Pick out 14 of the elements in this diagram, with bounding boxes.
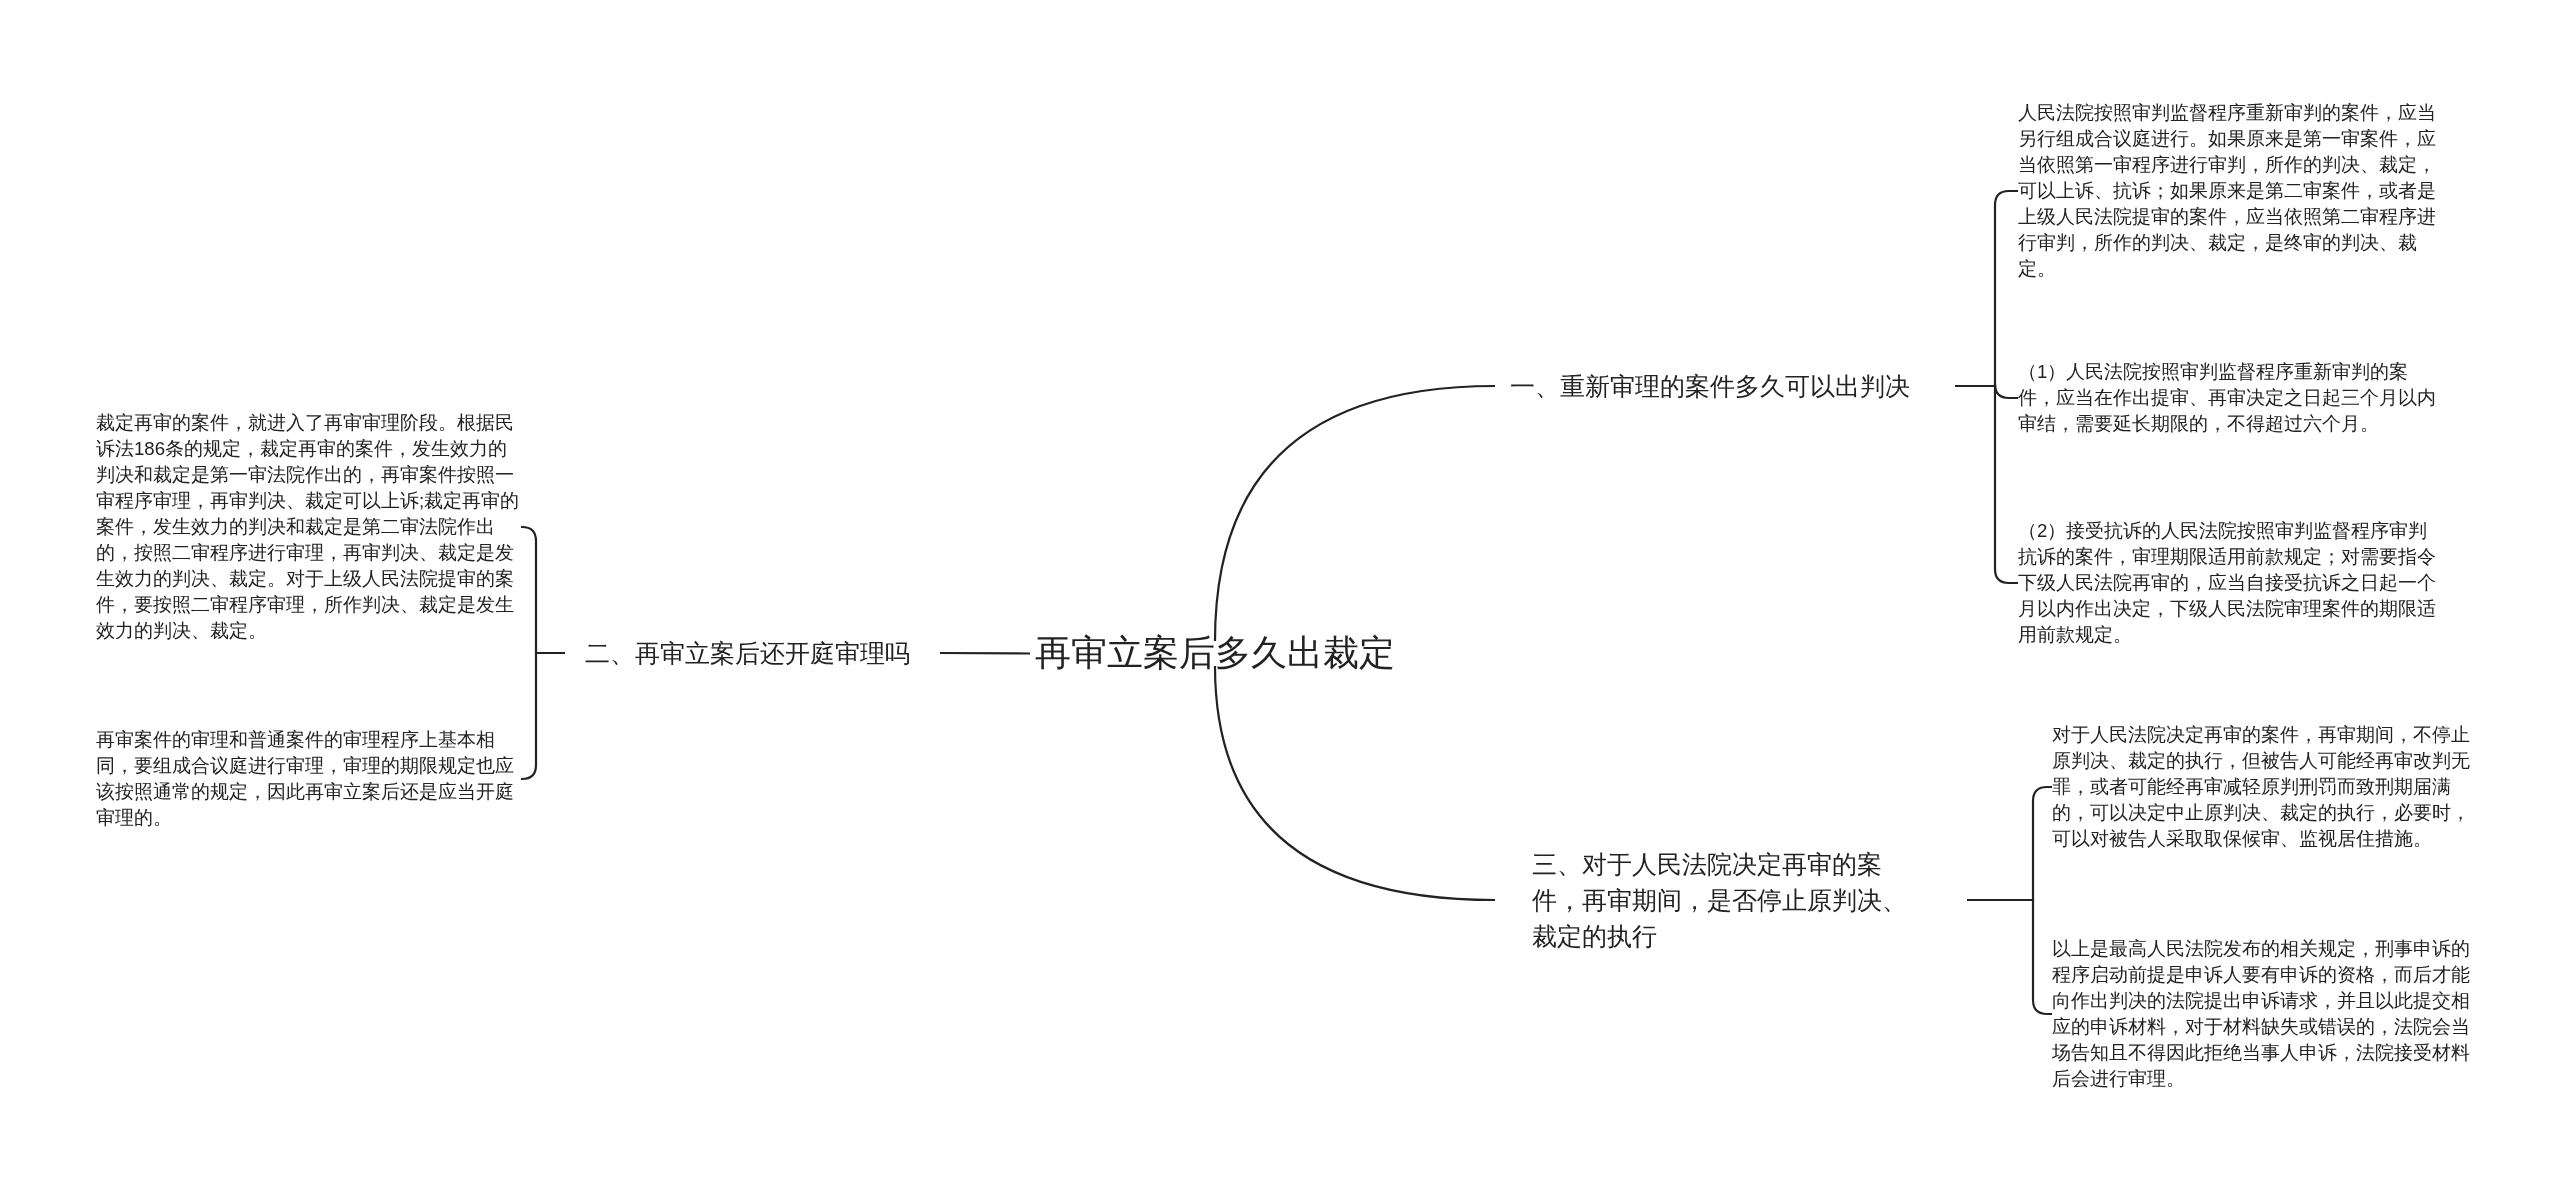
note-text: 以上是最高人民法院发布的相关规定，刑事申诉的程序启动前提是申诉人要有申诉的资格，而后才能向作出判决的法院提出申诉请求，并且以此提交相应的申诉材料，对于材料缺失或错误的，法院会当场告知且不得因此拒绝当事人申诉，法院接受材料后会进行审理。 [2052, 936, 2477, 1092]
note-text: 人民法院按照审判监督程序重新审判的案件，应当另行组成合议庭进行。如果原来是第一审案件，应当依照第一审程序进行审判，所作的判决、裁定，可以上诉、抗诉；如果原来是第二审案件，或者是上级人民法院提审的案件，应当依照第二审程序进行审判，所作的判决、裁定，是终审的判决、裁定。 [2018, 100, 2443, 282]
connector-line [1213, 384, 1496, 642]
branch-topic: 三、对于人民法院决定再审的案件，再审期间，是否停止原判决、裁定的执行 [1495, 846, 1967, 954]
note-text: 对于人民法院决定再审的案件，再审期间，不停止原判决、裁定的执行，但被告人可能经再审改判无罪，或者可能经再审减轻原判刑罚而致刑期届满的，可以决定中止原判决、裁定的执行，必要时，可以对被告人采取取保候审、监视居住措施。 [2052, 722, 2477, 852]
branch-topic: 一、重新审理的案件多久可以出判决 [1495, 368, 1955, 404]
note-text: 再审案件的审理和普通案件的审理程序上基本相同，要组成合议庭进行审理，审理的期限规定也应该按照通常的规定，因此再审立案后还是应当开庭审理的。 [96, 727, 521, 831]
connector-line [1213, 665, 1496, 902]
note-text: （2）接受抗诉的人民法院按照审判监督程序审判抗诉的案件，审理期限适用前款规定；对需要指令下级人民法院再审的，应当自接受抗诉之日起一个月以内作出决定，下级人民法院审理案件的期限适用前款规定。 [2018, 518, 2443, 648]
branch-topic: 二、再审立案后还开庭审理吗 [565, 635, 940, 671]
note-text: 裁定再审的案件，就进入了再审审理阶段。根据民诉法186条的规定，裁定再审的案件，发生效力的判决和裁定是第一审法院作出的，再审案件按照一审程序审理，再审判决、裁定可以上诉;裁定再审的案件，发生效力的判决和裁定是第二审法院作出的，按照二审程序进行审理，再审判决、裁定是发生效力的判决、裁定。对于上级人民法院提审的案件，要按照二审程序审理，所作判决、裁定是发生效力的判决、裁定。 [96, 410, 521, 644]
note-text: （1）人民法院按照审判监督程序重新审判的案件，应当在作出提审、再审决定之日起三个月以内审结，需要延长期限的，不得超过六个月。 [2018, 359, 2443, 437]
connector-line [940, 651, 1030, 655]
central-topic: 再审立案后多久出裁定 [1030, 629, 1400, 678]
